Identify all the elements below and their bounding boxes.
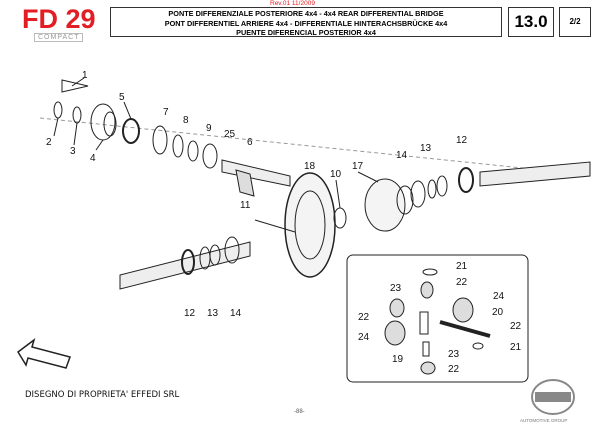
- callout: 20: [492, 307, 504, 318]
- section-number: 13.0: [508, 7, 554, 37]
- callout: 24: [493, 291, 505, 302]
- differential-case: [364, 178, 406, 232]
- callout: 5: [119, 92, 125, 103]
- model-sub-logo: COMPACT: [34, 33, 84, 42]
- title-box: PONTE DIFFERENZIALE POSTERIORE 4x4 - 4x4…: [110, 7, 502, 37]
- callout: 12: [184, 308, 196, 319]
- pinion-shaft: [221, 159, 291, 187]
- brand-subtitle: AUTOMOTIVE GROUP: [520, 418, 568, 423]
- bearing-part: [202, 143, 218, 169]
- bearing-part: [410, 180, 426, 208]
- callout: 23: [390, 283, 402, 294]
- revision-label: Rev.01 11/2009: [270, 0, 315, 7]
- callout: 22: [510, 321, 522, 332]
- washer-part: [72, 106, 82, 124]
- callout: 19: [392, 354, 404, 365]
- page-number: -88-: [294, 409, 305, 415]
- callout: 10: [330, 169, 342, 180]
- seal-part: [458, 167, 474, 193]
- direction-arrow: [17, 338, 71, 369]
- left-axle-shaft: [119, 241, 251, 290]
- callout: 21: [510, 342, 522, 353]
- callout: 7: [163, 107, 169, 118]
- right-axle-shaft: [479, 161, 591, 187]
- callout: 9: [206, 123, 212, 134]
- callout: 11: [240, 200, 251, 211]
- callout: 25: [224, 129, 236, 140]
- pinion-gear: [235, 169, 255, 197]
- bearing-part: [224, 236, 240, 264]
- callout: 24: [358, 332, 370, 343]
- title-line: PUENTE DIFERENCIAL POSTERIOR 4x4: [236, 28, 376, 37]
- callout: 17: [352, 161, 364, 172]
- callout: 2: [46, 137, 52, 148]
- callout: 14: [396, 150, 408, 161]
- callout: 8: [183, 115, 189, 126]
- effedi-logo: [531, 379, 575, 415]
- callout: 12: [456, 135, 468, 146]
- ring-gear: [284, 172, 336, 278]
- pin-part: [61, 79, 89, 93]
- axis-line: [39, 117, 591, 176]
- callout: 13: [420, 143, 432, 154]
- page-indicator: 2/2: [559, 7, 591, 37]
- callout: 22: [448, 364, 460, 375]
- inset-box: [346, 254, 529, 383]
- callout: 14: [230, 308, 242, 319]
- model-logo: FD 29: [22, 4, 96, 34]
- callout: 1: [82, 70, 88, 81]
- callout: 3: [70, 146, 76, 157]
- callout-labels: 1 2 3 4 5 7 8 9 25 6 18 10 17 14 13 12 1…: [46, 70, 522, 375]
- seal-part: [181, 249, 195, 275]
- property-notice: DISEGNO DI PROPRIETA' EFFEDI SRL: [25, 390, 180, 400]
- nut-part: [53, 101, 63, 119]
- flange-part: [90, 103, 116, 141]
- callout: 13: [207, 308, 219, 319]
- callout: 21: [456, 261, 468, 272]
- title-line: PONTE DIFFERENZIALE POSTERIORE 4x4 - 4x4…: [168, 9, 444, 18]
- callout: 18: [304, 161, 316, 172]
- title-line: PONT DIFFERENTIEL ARRIERE 4x4 - DIFFEREN…: [164, 18, 448, 28]
- seal-part: [122, 118, 140, 144]
- callout: 4: [90, 153, 96, 164]
- callout: 23: [448, 349, 460, 360]
- bearing-part: [152, 125, 168, 155]
- callout: 6: [247, 137, 253, 148]
- callout: 22: [456, 277, 468, 288]
- callout: 22: [358, 312, 370, 323]
- washer-part: [333, 207, 347, 229]
- bolt-part: [254, 219, 296, 233]
